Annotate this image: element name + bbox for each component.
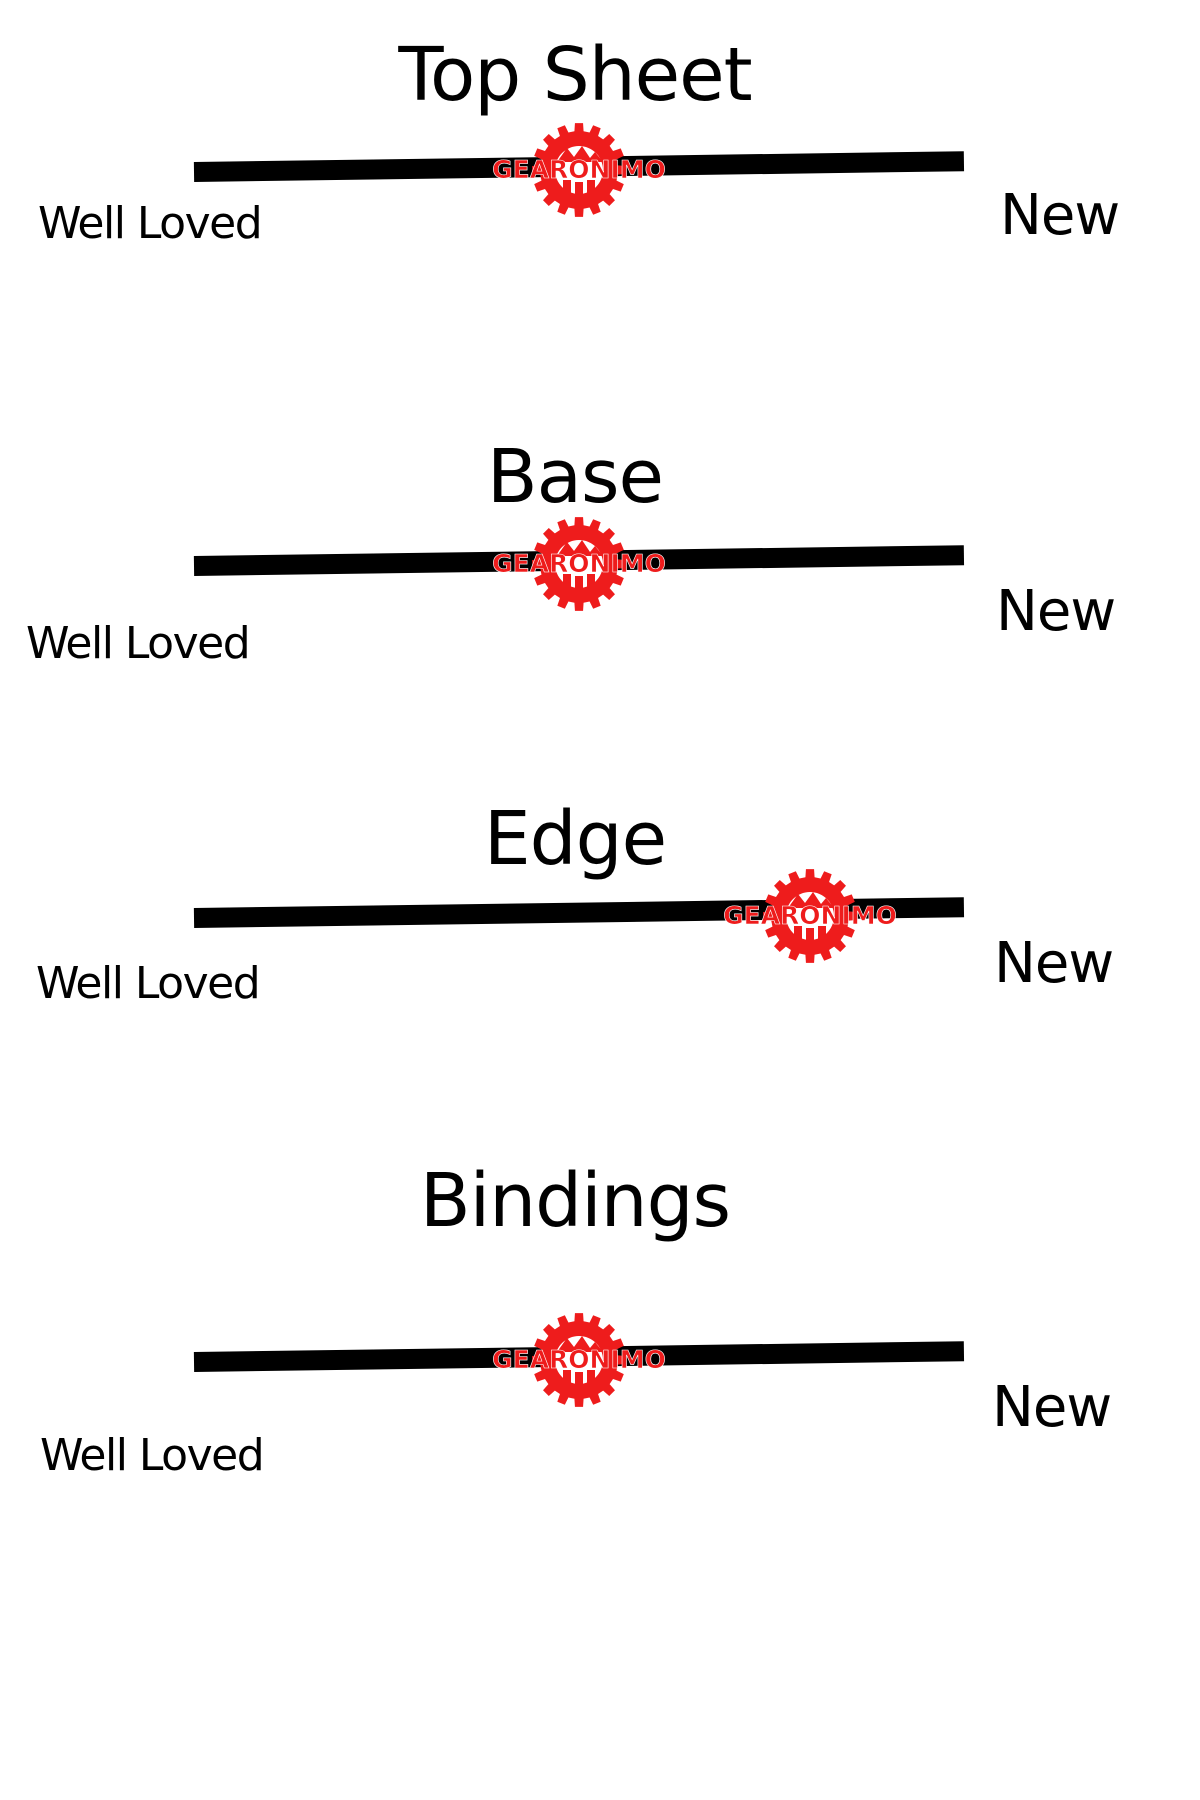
label-new: New [992, 1375, 1112, 1440]
marker-brand-text: GEARONIMO [492, 1345, 666, 1374]
condition-marker: GEARONIMO [710, 864, 910, 968]
label-well-loved: Well Loved [40, 1430, 265, 1481]
gear-logo-icon: GEARONIMO [492, 123, 666, 217]
label-well-loved: Well Loved [26, 618, 251, 669]
condition-marker: GEARONIMO [479, 1308, 679, 1412]
mountain-icon [557, 1336, 603, 1352]
gauge-bindings: Bindings GEARONIMO Well Loved New [40, 1158, 1112, 1481]
gear-logo-icon: GEARONIMO [492, 517, 666, 611]
gauge-title: Bindings [419, 1158, 731, 1244]
mountain-icon [557, 146, 603, 162]
condition-marker: GEARONIMO [479, 512, 679, 616]
condition-marker: GEARONIMO [479, 118, 679, 222]
mountain-icon [788, 892, 834, 908]
gear-detail [563, 574, 595, 594]
gauge-title: Top Sheet [398, 32, 752, 118]
label-new: New [996, 579, 1116, 644]
label-new: New [1000, 183, 1120, 248]
gear-logo-icon: GEARONIMO [492, 1313, 666, 1407]
label-well-loved: Well Loved [38, 198, 263, 249]
gear-detail [794, 926, 826, 946]
marker-brand-text: GEARONIMO [492, 155, 666, 184]
marker-brand-text: GEARONIMO [723, 901, 897, 930]
gauge-title: Edge [483, 796, 667, 882]
gear-detail [563, 1370, 595, 1390]
gear-logo-icon: GEARONIMO [723, 869, 897, 963]
label-well-loved: Well Loved [36, 958, 261, 1009]
marker-brand-text: GEARONIMO [492, 549, 666, 578]
mountain-icon [557, 540, 603, 556]
gauge-title: Base [486, 434, 664, 520]
label-new: New [994, 931, 1114, 996]
gauge-base: Base GEARONIMO Well Loved New [0, 0, 1200, 700]
gear-detail [563, 180, 595, 200]
gauge-edge: Edge GEARONIMO Well Loved New [36, 796, 1114, 1009]
gauge-top-sheet: Top Sheet GEARONIMO Well Loved New [0, 0, 1200, 300]
